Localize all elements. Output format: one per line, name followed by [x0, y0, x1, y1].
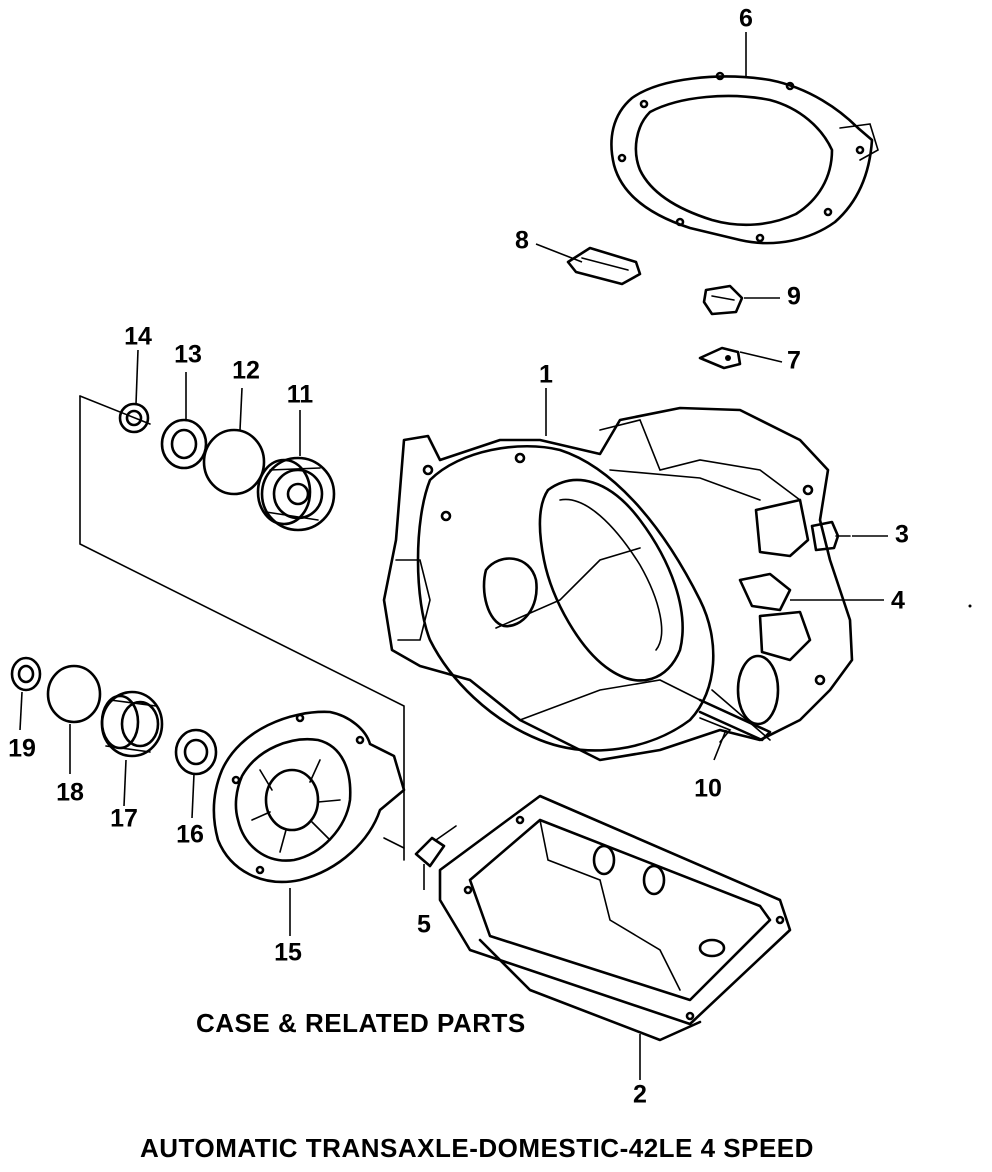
- callout-17: 17: [110, 805, 138, 833]
- callout-6: 6: [739, 5, 753, 33]
- callout-1: 1: [539, 361, 553, 389]
- diagram-title: AUTOMATIC TRANSAXLE-DOMESTIC-42LE 4 SPEE…: [140, 1133, 814, 1163]
- callout-4: 4: [891, 587, 905, 615]
- callout-3: 3: [895, 521, 909, 549]
- part-13-seal: [160, 418, 208, 470]
- part-5-drain-plug: [414, 825, 457, 868]
- part-19-seal: [10, 656, 42, 692]
- part-14-seal: [118, 402, 150, 434]
- callout-18: 18: [56, 779, 84, 807]
- part-7-clip: [698, 346, 742, 370]
- callout-13: 13: [174, 341, 202, 369]
- part-18-snap-ring: [46, 664, 102, 724]
- part-15-extension-housing: [212, 710, 406, 884]
- callout-7: 7: [787, 347, 801, 375]
- part-9-sensor: [702, 284, 744, 316]
- callout-9: 9: [787, 283, 801, 311]
- callout-8: 8: [515, 227, 529, 255]
- callout-leaders: [19, 32, 888, 1080]
- speck-dot: [968, 604, 972, 608]
- callout-10: 10: [694, 775, 722, 803]
- callout-16: 16: [176, 821, 204, 849]
- callout-11: 11: [287, 381, 314, 409]
- part-8-bracket: [566, 246, 642, 286]
- callout-5: 5: [417, 911, 431, 939]
- callout-2: 2: [633, 1081, 647, 1109]
- callout-15: 15: [274, 939, 302, 967]
- section-title: CASE & RELATED PARTS: [196, 1008, 526, 1038]
- callout-numbers: 6 8 9 7 1 3 4 10 11 12 13 14 5 15 16 17 …: [8, 5, 909, 1109]
- part-12-snap-ring: [202, 428, 266, 496]
- part-3-fitting: [810, 520, 851, 552]
- callout-19: 19: [8, 735, 36, 763]
- exploded-view-bracket: [79, 395, 405, 861]
- part-6-cover-plate: [610, 71, 879, 245]
- part-11-bearing: [256, 456, 336, 532]
- callout-14: 14: [124, 323, 152, 351]
- part-17-bearing: [100, 690, 164, 758]
- callout-12: 12: [232, 357, 260, 385]
- part-1-transaxle-case: [382, 406, 854, 762]
- part-2-oil-pan: [438, 794, 792, 1042]
- part-16-seal: [174, 728, 218, 776]
